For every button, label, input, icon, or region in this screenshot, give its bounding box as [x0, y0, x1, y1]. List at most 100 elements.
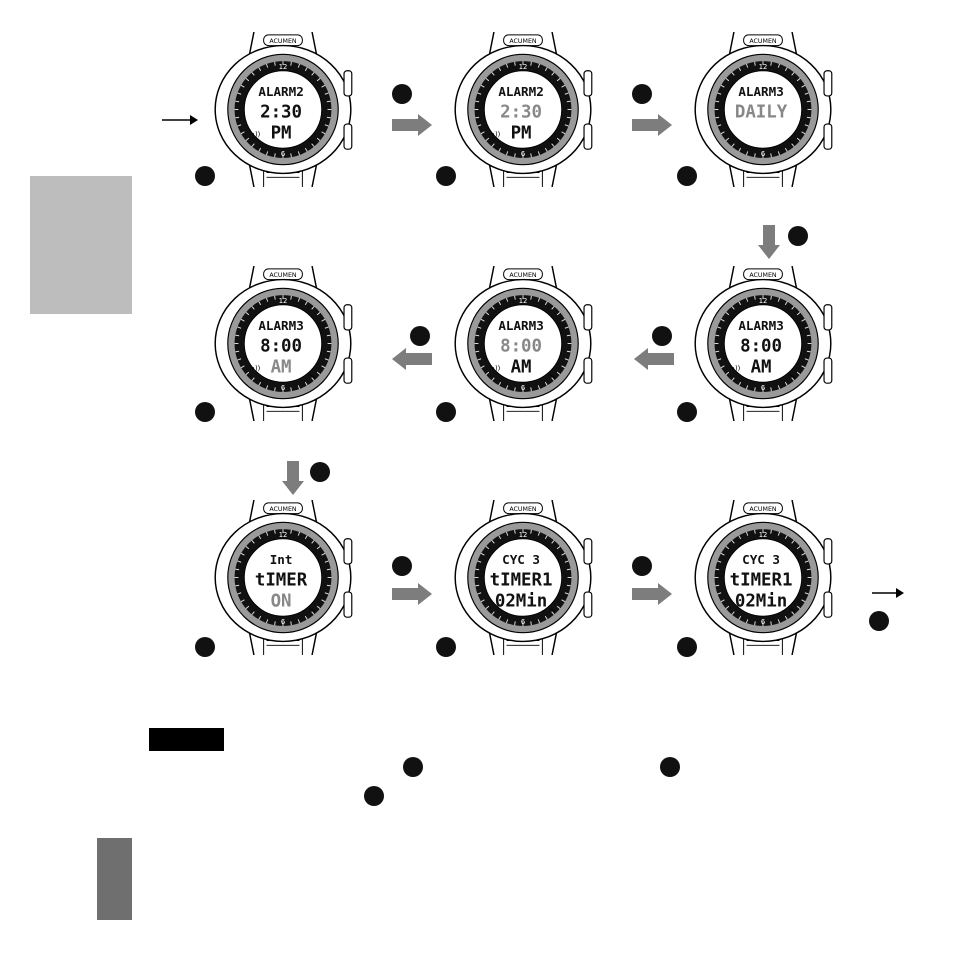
- lcd-line2: 8:00: [500, 336, 542, 356]
- lcd-line1: ALARM3: [498, 318, 543, 333]
- button-dot: [788, 226, 808, 246]
- brand-logo: ACUMEN: [749, 38, 777, 45]
- svg-text:12: 12: [759, 531, 768, 539]
- alarm-sound-icon: •)): [251, 131, 261, 139]
- brand-logo: ACUMEN: [269, 272, 297, 279]
- brand-logo: ACUMEN: [269, 506, 297, 513]
- button-dot: [392, 84, 412, 104]
- svg-text:12: 12: [519, 531, 528, 539]
- lcd-line2: 8:00: [740, 336, 782, 356]
- lcd-line3: 02Min: [495, 592, 547, 612]
- button-dot: [660, 757, 680, 777]
- right-arrow-3: [392, 583, 432, 605]
- lcd-line2: tIMER1: [730, 570, 793, 590]
- left-arrow-2: [392, 348, 432, 370]
- left-arrow-1: [634, 348, 674, 370]
- svg-text:6: 6: [761, 618, 765, 626]
- svg-text:12: 12: [519, 63, 528, 71]
- button-dot: [403, 757, 423, 777]
- exit-arrow: [872, 588, 904, 598]
- button-dot: [436, 637, 456, 657]
- lcd-line3: ON: [271, 592, 292, 612]
- button-dot: [410, 326, 430, 346]
- svg-text:12: 12: [759, 297, 768, 305]
- button-dot: [632, 556, 652, 576]
- button-dot: [364, 786, 384, 806]
- lcd-line2: 8:00: [260, 336, 302, 356]
- button-dot: [195, 402, 215, 422]
- svg-text:12: 12: [759, 63, 768, 71]
- right-arrow-2: [632, 114, 672, 136]
- down-arrow-2: [282, 461, 304, 495]
- page-edge-tab: [97, 838, 132, 920]
- button-dot: [652, 326, 672, 346]
- alarm-sound-icon: •)): [251, 365, 261, 373]
- lcd-line3: AM: [511, 358, 532, 378]
- lcd-line1: ALARM2: [258, 84, 303, 99]
- button-dot: [677, 402, 697, 422]
- svg-text:6: 6: [761, 150, 765, 158]
- svg-text:6: 6: [521, 150, 525, 158]
- alarm-sound-icon: •)): [491, 365, 501, 373]
- lcd-line2: tIMER: [255, 570, 308, 590]
- button-dot: [677, 166, 697, 186]
- brand-logo: ACUMEN: [509, 38, 537, 45]
- button-dot: [436, 402, 456, 422]
- button-dot: [310, 462, 330, 482]
- section-tab: [30, 176, 132, 314]
- brand-logo: ACUMEN: [269, 38, 297, 45]
- button-dot: [869, 611, 889, 631]
- svg-text:6: 6: [281, 618, 285, 626]
- lcd-line1: Int: [270, 552, 293, 567]
- button-dot: [195, 166, 215, 186]
- lcd-line2: 2:30: [260, 102, 302, 122]
- svg-text:6: 6: [521, 384, 525, 392]
- button-dot: [195, 637, 215, 657]
- note-header-bar: [149, 728, 224, 751]
- right-arrow-1: [392, 114, 432, 136]
- lcd-line2: tIMER1: [490, 570, 553, 590]
- brand-logo: ACUMEN: [509, 272, 537, 279]
- lcd-line1: ALARM3: [738, 84, 783, 99]
- right-arrow-4: [632, 583, 672, 605]
- svg-text:6: 6: [281, 150, 285, 158]
- brand-logo: ACUMEN: [749, 506, 777, 513]
- svg-text:12: 12: [519, 297, 528, 305]
- button-dot: [436, 166, 456, 186]
- lcd-line1: CYC 3: [742, 552, 780, 567]
- lcd-line3: AM: [751, 358, 772, 378]
- lcd-line1: CYC 3: [502, 552, 540, 567]
- lcd-line3: PM: [271, 124, 292, 144]
- svg-text:12: 12: [279, 63, 288, 71]
- lcd-line1: ALARM3: [738, 318, 783, 333]
- button-dot: [392, 556, 412, 576]
- svg-text:12: 12: [279, 297, 288, 305]
- lcd-line2: DAILY: [735, 102, 788, 122]
- lcd-line1: ALARM3: [258, 318, 303, 333]
- svg-text:6: 6: [281, 384, 285, 392]
- alarm-sound-icon: •)): [491, 131, 501, 139]
- svg-text:6: 6: [521, 618, 525, 626]
- brand-logo: ACUMEN: [749, 272, 777, 279]
- button-dot: [677, 637, 697, 657]
- alarm-sound-icon: •)): [731, 365, 741, 373]
- lcd-line3: PM: [511, 124, 532, 144]
- lcd-line3: 02Min: [735, 592, 787, 612]
- svg-text:6: 6: [761, 384, 765, 392]
- svg-text:12: 12: [279, 531, 288, 539]
- brand-logo: ACUMEN: [509, 506, 537, 513]
- entry-arrow: [162, 115, 198, 125]
- down-arrow-1: [758, 225, 780, 259]
- lcd-line3: AM: [271, 358, 292, 378]
- button-dot: [632, 84, 652, 104]
- lcd-line2: 2:30: [500, 102, 542, 122]
- lcd-line1: ALARM2: [498, 84, 543, 99]
